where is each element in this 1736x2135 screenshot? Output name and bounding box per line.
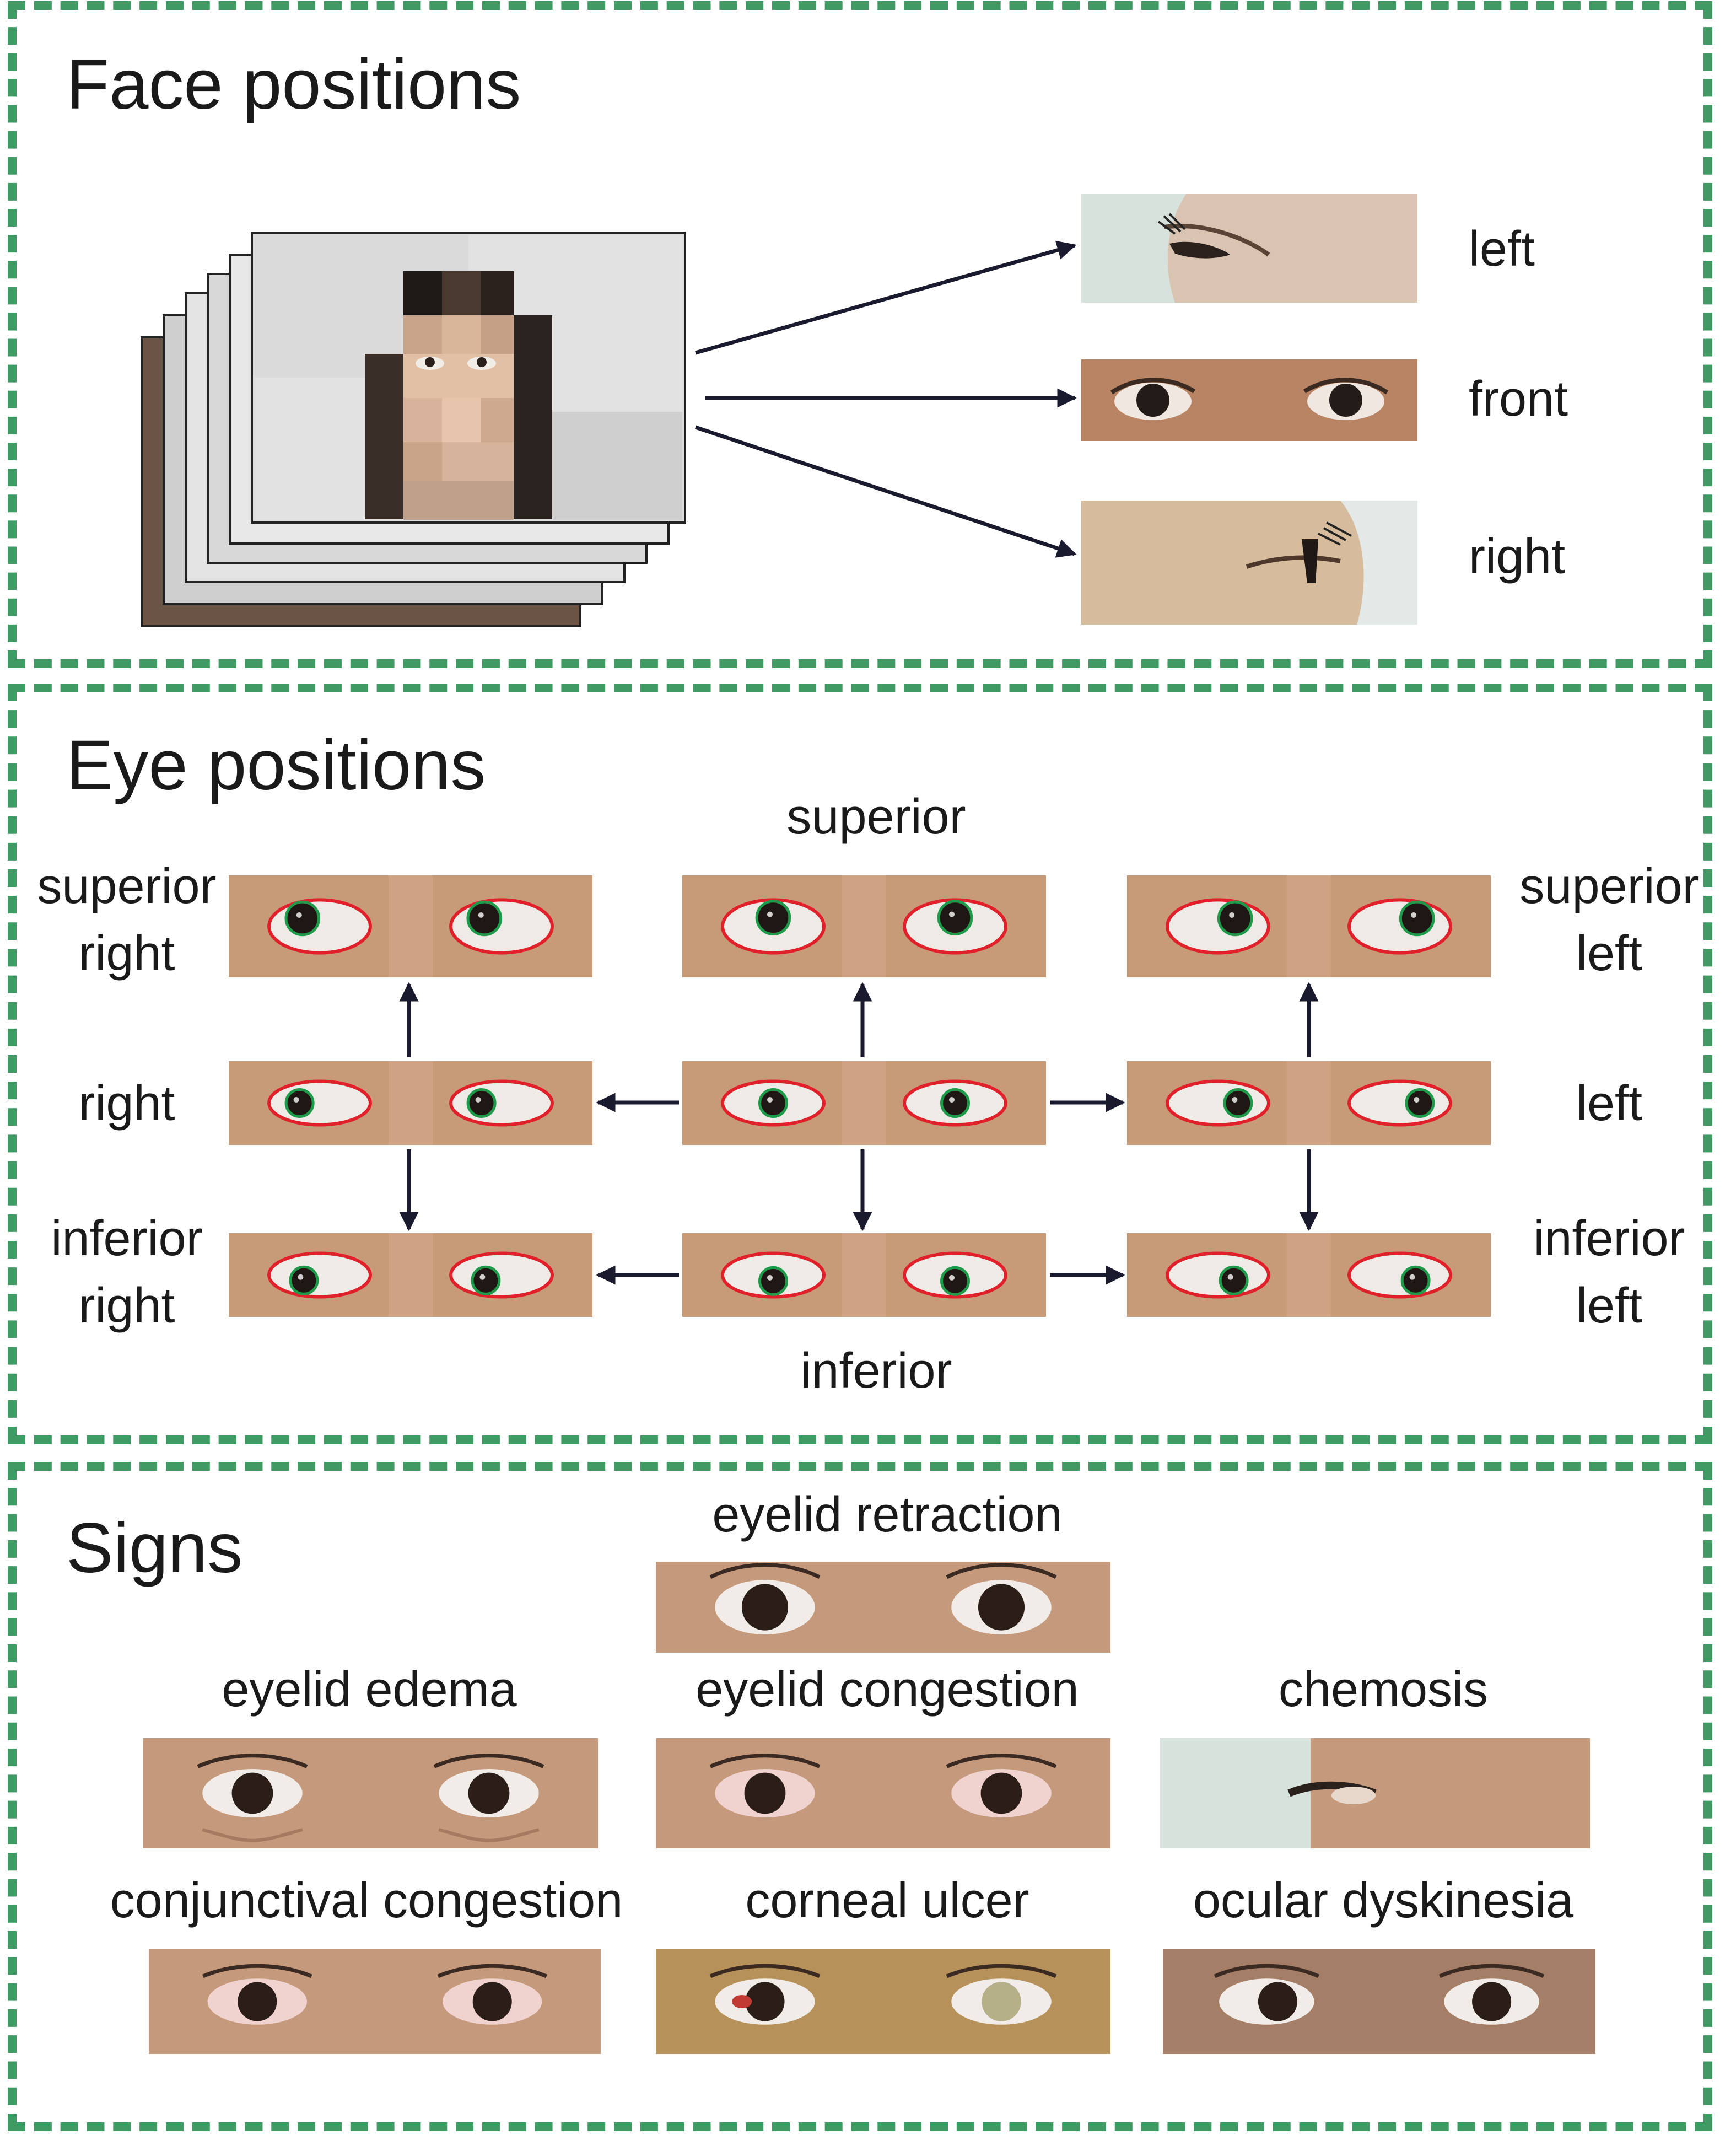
label-corneal-ulcer: corneal ulcer bbox=[745, 1873, 1029, 1928]
label-chemosis: chemosis bbox=[1278, 1662, 1489, 1717]
eye-positions-title: Eye positions bbox=[66, 726, 486, 805]
sign-image-conjunctival-congestion bbox=[149, 1949, 601, 2054]
face-crop-left bbox=[1081, 194, 1417, 303]
label-superior-left-line1: superior bbox=[1519, 859, 1699, 914]
signs-title: Signs bbox=[66, 1509, 243, 1588]
signs-panel bbox=[8, 1462, 1712, 2131]
eye-image-right bbox=[229, 1061, 592, 1145]
label-superior-right-line1: superior bbox=[37, 859, 217, 914]
label-face-front: front bbox=[1469, 372, 1568, 427]
eye-image-superior bbox=[682, 875, 1046, 977]
eye-image-left bbox=[1127, 1061, 1491, 1145]
eye-image-inferior-right bbox=[229, 1233, 592, 1317]
eye-image-primary bbox=[682, 1061, 1046, 1145]
label-eyelid-retraction: eyelid retraction bbox=[712, 1487, 1063, 1542]
label-inferior-right-line2: right bbox=[78, 1278, 175, 1333]
pixelated-face-frame bbox=[255, 235, 682, 520]
eye-image-inferior bbox=[682, 1233, 1046, 1317]
eye-image-superior-right bbox=[229, 875, 592, 977]
label-superior-right-line2: right bbox=[78, 926, 175, 981]
label-ocular-dyskinesia: ocular dyskinesia bbox=[1193, 1873, 1574, 1928]
face-positions-title: Face positions bbox=[66, 45, 521, 124]
label-superior-left-line2: left bbox=[1576, 926, 1643, 981]
label-left: left bbox=[1576, 1076, 1643, 1131]
label-face-left: left bbox=[1469, 222, 1535, 277]
face-crop-front bbox=[1081, 359, 1417, 441]
sign-image-eyelid-edema bbox=[143, 1738, 598, 1848]
label-conjunctival-congestion: conjunctival congestion bbox=[110, 1873, 623, 1928]
eye-image-superior-left bbox=[1127, 875, 1491, 977]
label-eyelid-congestion: eyelid congestion bbox=[696, 1662, 1079, 1717]
label-inferior-left-line1: inferior bbox=[1533, 1211, 1685, 1266]
sign-image-ocular-dyskinesia bbox=[1163, 1949, 1595, 2054]
eye-positions-panel bbox=[8, 684, 1712, 1444]
label-inferior-right-line1: inferior bbox=[51, 1211, 203, 1266]
label-right: right bbox=[78, 1076, 175, 1131]
eye-image-inferior-left bbox=[1127, 1233, 1491, 1317]
face-crop-right bbox=[1081, 501, 1417, 625]
label-eyelid-edema: eyelid edema bbox=[222, 1662, 517, 1717]
label-inferior-left-line2: left bbox=[1576, 1278, 1643, 1333]
sign-image-corneal-ulcer bbox=[656, 1949, 1110, 2054]
sign-image-chemosis bbox=[1160, 1738, 1590, 1848]
label-inferior: inferior bbox=[800, 1343, 952, 1399]
sign-image-eyelid-congestion bbox=[656, 1738, 1110, 1848]
sign-image-eyelid-retraction bbox=[656, 1562, 1110, 1653]
label-face-right: right bbox=[1469, 529, 1566, 584]
label-superior: superior bbox=[786, 789, 966, 845]
face-positions-panel bbox=[8, 1, 1712, 668]
